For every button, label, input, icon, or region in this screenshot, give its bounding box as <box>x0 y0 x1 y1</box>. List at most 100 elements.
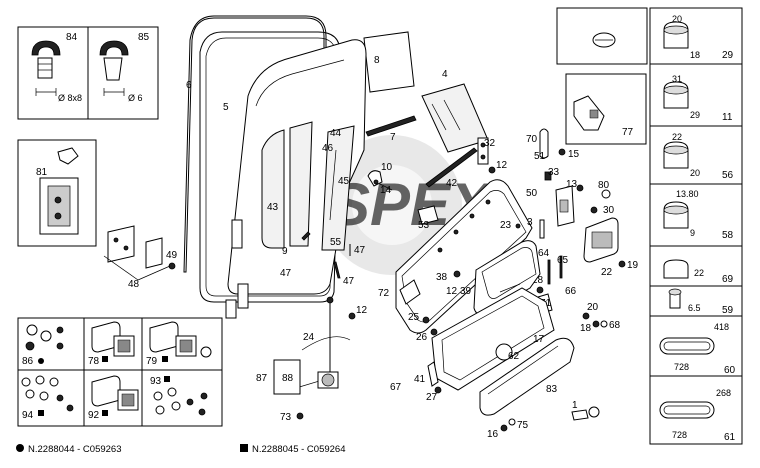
callout-61: 61 <box>724 432 736 443</box>
callout-65: 65 <box>557 255 569 266</box>
lower-trim: 12 25 26 17 <box>348 287 555 391</box>
callout-18: 18 <box>580 323 592 334</box>
footer: N.2288044 - C059263 N.2288045 - C059264 <box>16 444 346 455</box>
callout-62: 62 <box>508 351 520 362</box>
callout-81: 81 <box>36 167 48 178</box>
callout-85: 85 <box>138 32 150 43</box>
callout-11: 11 <box>722 112 733 123</box>
kit-boxes: 86 78 79 94 92 <box>17 317 223 427</box>
dim-11-bot: 29 <box>690 110 700 120</box>
callout-4: 4 <box>442 69 448 80</box>
circle-marker-icon <box>16 444 24 452</box>
callout-12a: 12 <box>496 160 508 171</box>
trim-panel-66: 66 38 12 39 <box>436 240 577 315</box>
callout-41: 41 <box>414 374 426 385</box>
footer-left: N.2288044 - C059263 <box>28 444 122 455</box>
dim-60-bot: 728 <box>674 362 689 372</box>
dim-58-bot: 9 <box>690 228 695 238</box>
callout-84: 84 <box>66 32 78 43</box>
box-84-85: 84 Ø 8x8 85 Ø 6 <box>17 26 159 120</box>
callout-25: 25 <box>408 312 420 323</box>
callout-46: 46 <box>322 143 334 154</box>
armrest: 62 83 <box>479 337 575 416</box>
lock-53: 53 <box>417 205 439 231</box>
callout-68: 68 <box>609 320 621 331</box>
callout-6: 6 <box>186 80 192 91</box>
callout-77: 77 <box>622 127 634 138</box>
callout-44: 44 <box>330 128 342 139</box>
dim-59: 6.5 <box>688 303 701 313</box>
callout-67: 67 <box>390 382 402 393</box>
door-panel-72: 72 <box>378 179 533 334</box>
callout-17: 17 <box>533 334 545 345</box>
dim-56-bot: 20 <box>690 168 700 178</box>
callout-29: 29 <box>722 50 734 61</box>
callout-23: 23 <box>500 220 512 231</box>
callout-51: 51 <box>534 151 546 162</box>
hinges-48: 48 49 <box>103 225 178 290</box>
callout-64: 64 <box>538 248 550 259</box>
dim-69: 22 <box>694 268 704 278</box>
key-1: 1 16 75 <box>487 400 600 440</box>
callout-30: 30 <box>603 205 615 216</box>
callout-39: 39 <box>460 286 472 297</box>
callout-78: 78 <box>88 356 100 367</box>
door-seals: 6 5 8 <box>183 15 415 303</box>
regulator-87: 88 87 24 73 <box>256 296 351 423</box>
door-frame: 43 9 44 46 45 55 <box>225 39 367 319</box>
callout-24: 24 <box>303 332 315 343</box>
callout-87: 87 <box>256 373 268 384</box>
dim-29-top: 20 <box>672 14 682 24</box>
lock-50: 50 13 <box>526 179 584 227</box>
strip-7: 7 <box>365 115 417 143</box>
rod-parts: 23 3 64 65 <box>500 217 569 285</box>
callout-49: 49 <box>166 250 178 261</box>
callout-45: 45 <box>338 176 350 187</box>
bracket-41: 41 27 67 <box>390 361 442 403</box>
callout-50: 50 <box>526 188 538 199</box>
callout-16: 16 <box>487 429 499 440</box>
callout-3: 3 <box>527 217 533 228</box>
callout-38: 38 <box>436 272 448 283</box>
callout-47a: 47 <box>280 268 292 279</box>
callout-70: 70 <box>526 134 538 145</box>
square-marker-icon <box>240 444 248 452</box>
callout-59: 59 <box>722 305 734 316</box>
callout-5: 5 <box>223 102 229 113</box>
callout-75: 75 <box>517 420 529 431</box>
callout-72: 72 <box>378 288 390 299</box>
callout-92: 92 <box>88 410 100 421</box>
callout-48: 48 <box>128 279 140 290</box>
footer-right: N.2288045 - C059264 <box>252 444 346 455</box>
callout-1: 1 <box>572 400 578 411</box>
callout-60: 60 <box>724 365 736 376</box>
callout-15: 15 <box>568 149 580 160</box>
callout-14: 14 <box>380 185 392 196</box>
callout-83: 83 <box>546 384 558 395</box>
callout-8: 8 <box>374 55 380 66</box>
callout-47b: 47 <box>343 276 355 287</box>
striker-80: 80 30 <box>583 180 619 263</box>
callout-26: 26 <box>416 332 428 343</box>
rail-42: 42 <box>425 147 478 189</box>
callout-7: 7 <box>390 132 396 143</box>
callout-33: 33 <box>548 167 560 178</box>
callout-55: 55 <box>330 237 342 248</box>
handle-51: 70 51 15 33 <box>526 128 580 181</box>
callout-22: 22 <box>601 267 613 278</box>
dim-84: Ø 8x8 <box>58 93 82 103</box>
callout-53: 53 <box>418 220 430 231</box>
callout-94: 94 <box>22 410 34 421</box>
callout-12c: 12 <box>356 305 368 316</box>
callout-42: 42 <box>446 178 458 189</box>
callout-58: 58 <box>722 230 734 241</box>
callout-32: 32 <box>484 138 496 149</box>
dim-85: Ø 6 <box>128 93 143 103</box>
latch-32: 32 12 <box>477 137 508 174</box>
callout-10: 10 <box>381 162 393 173</box>
dim-56-top: 22 <box>672 132 682 142</box>
strips-47: 47 47 47 <box>280 231 366 287</box>
callout-88: 88 <box>282 373 294 384</box>
